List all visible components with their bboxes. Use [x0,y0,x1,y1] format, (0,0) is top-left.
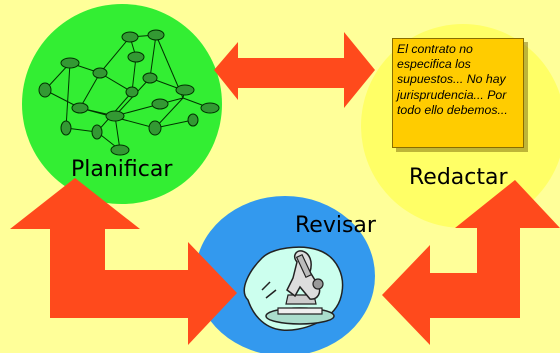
planificar-revisar-arrow [10,178,237,345]
text-note: El contrato no especifica los supuestos.… [392,38,524,148]
redactar-label: Redactar [409,165,508,190]
planificar-redactar-arrow [214,32,375,108]
revisar-label: Revisar [295,213,376,238]
revisar-redactar-arrow [382,180,560,345]
microscope-icon [243,246,344,331]
network-graph-icon [38,29,220,156]
planificar-label: Planificar [71,157,173,182]
